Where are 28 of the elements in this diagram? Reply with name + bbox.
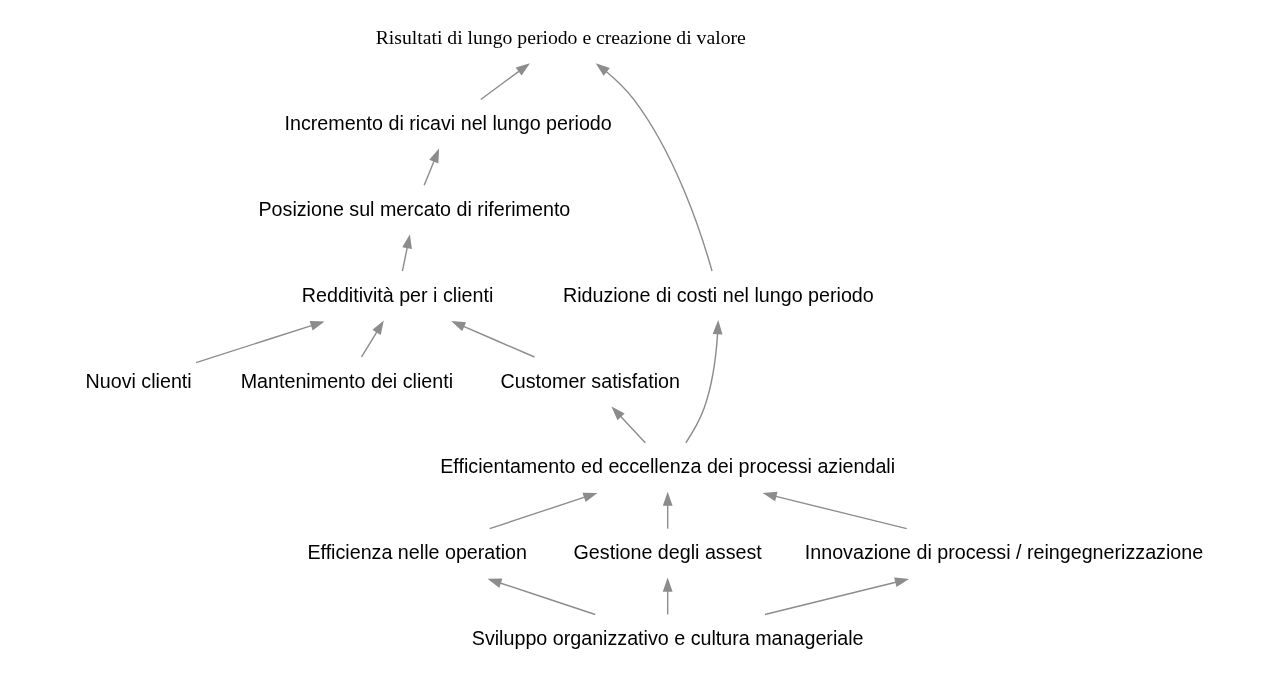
arrow bbox=[662, 491, 673, 530]
node-text: Incremento di ricavi nel lungo periodo bbox=[284, 112, 612, 135]
node-text: Risultati di lungo periodo e creazione di valore bbox=[375, 26, 746, 49]
arrow bbox=[401, 234, 412, 272]
node-text: Gestione degli assest bbox=[573, 541, 762, 564]
node-text: Posizione sul mercato di riferimento bbox=[257, 197, 570, 220]
node-text: Redditività per i clienti bbox=[301, 283, 493, 306]
arrow bbox=[360, 320, 384, 358]
arrow bbox=[488, 492, 597, 530]
arrow bbox=[610, 406, 646, 444]
node-text: Customer satisfation bbox=[500, 369, 680, 392]
node-text: Mantenimento dei clienti bbox=[240, 369, 453, 392]
arrow bbox=[194, 321, 325, 364]
arrow bbox=[684, 320, 722, 444]
arrow bbox=[762, 491, 907, 530]
node-text: Efficientamento ed eccellenza dei processi aziendali bbox=[439, 455, 895, 478]
arrow bbox=[486, 578, 596, 616]
arrow bbox=[763, 577, 909, 616]
node-text: Nuovi clienti bbox=[85, 369, 192, 392]
node-text: Riduzione di costi nel lungo periodo bbox=[562, 283, 874, 306]
node-text: Sviluppo organizzativo e cultura manageriale bbox=[471, 627, 864, 650]
node-text: Efficienza nelle operation bbox=[306, 541, 527, 564]
arrow bbox=[595, 63, 713, 272]
arrow bbox=[662, 577, 673, 616]
node-text: Innovazione di processi / reingegnerizzazione bbox=[804, 541, 1203, 564]
arrow bbox=[450, 321, 535, 358]
arrow bbox=[422, 148, 439, 187]
arrow bbox=[479, 63, 530, 101]
